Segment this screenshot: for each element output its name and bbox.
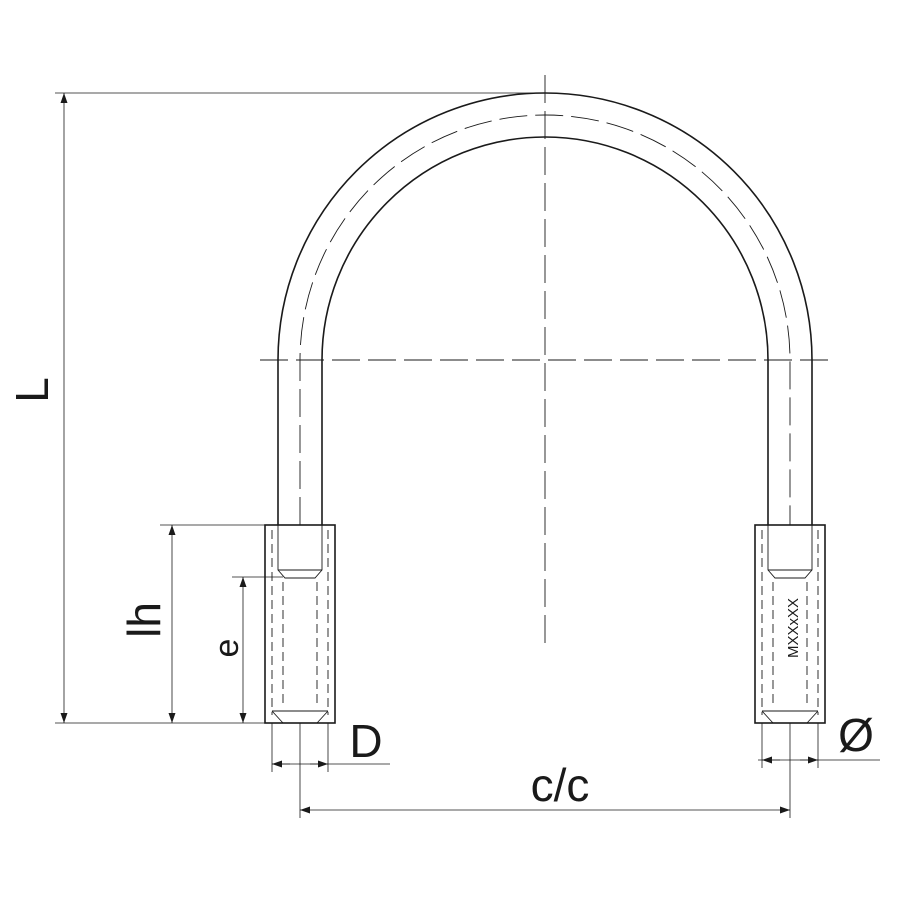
thread-marking-label: MXXxXX — [785, 598, 802, 658]
center-distance-label: c/c — [531, 759, 590, 811]
dimension-length: L — [6, 92, 545, 724]
engagement-label: e — [208, 639, 246, 658]
dimension-engagement: e — [208, 576, 283, 723]
dimension-rod-diameter: D — [271, 715, 390, 772]
dimension-outer-diameter: Ø — [758, 709, 880, 768]
dimension-thread-length: lh — [118, 524, 265, 723]
left-sleeve — [264, 524, 336, 724]
right-sleeve: MXXxXX — [754, 524, 826, 724]
right-thread-top — [767, 525, 813, 579]
length-label: L — [6, 377, 58, 403]
right-bore-chamfer — [761, 710, 819, 724]
rod-diameter-label: D — [349, 715, 382, 767]
dimension-center-distance: c/c — [299, 723, 791, 818]
u-bolt-inner-outline — [321, 136, 769, 525]
left-sleeve-body — [264, 524, 336, 724]
outer-diameter-label: Ø — [838, 709, 874, 761]
u-bolt-rod-axis — [299, 114, 791, 525]
left-thread-top — [277, 525, 323, 579]
thread-length-label: lh — [118, 602, 170, 638]
left-bore-chamfer — [271, 710, 329, 724]
